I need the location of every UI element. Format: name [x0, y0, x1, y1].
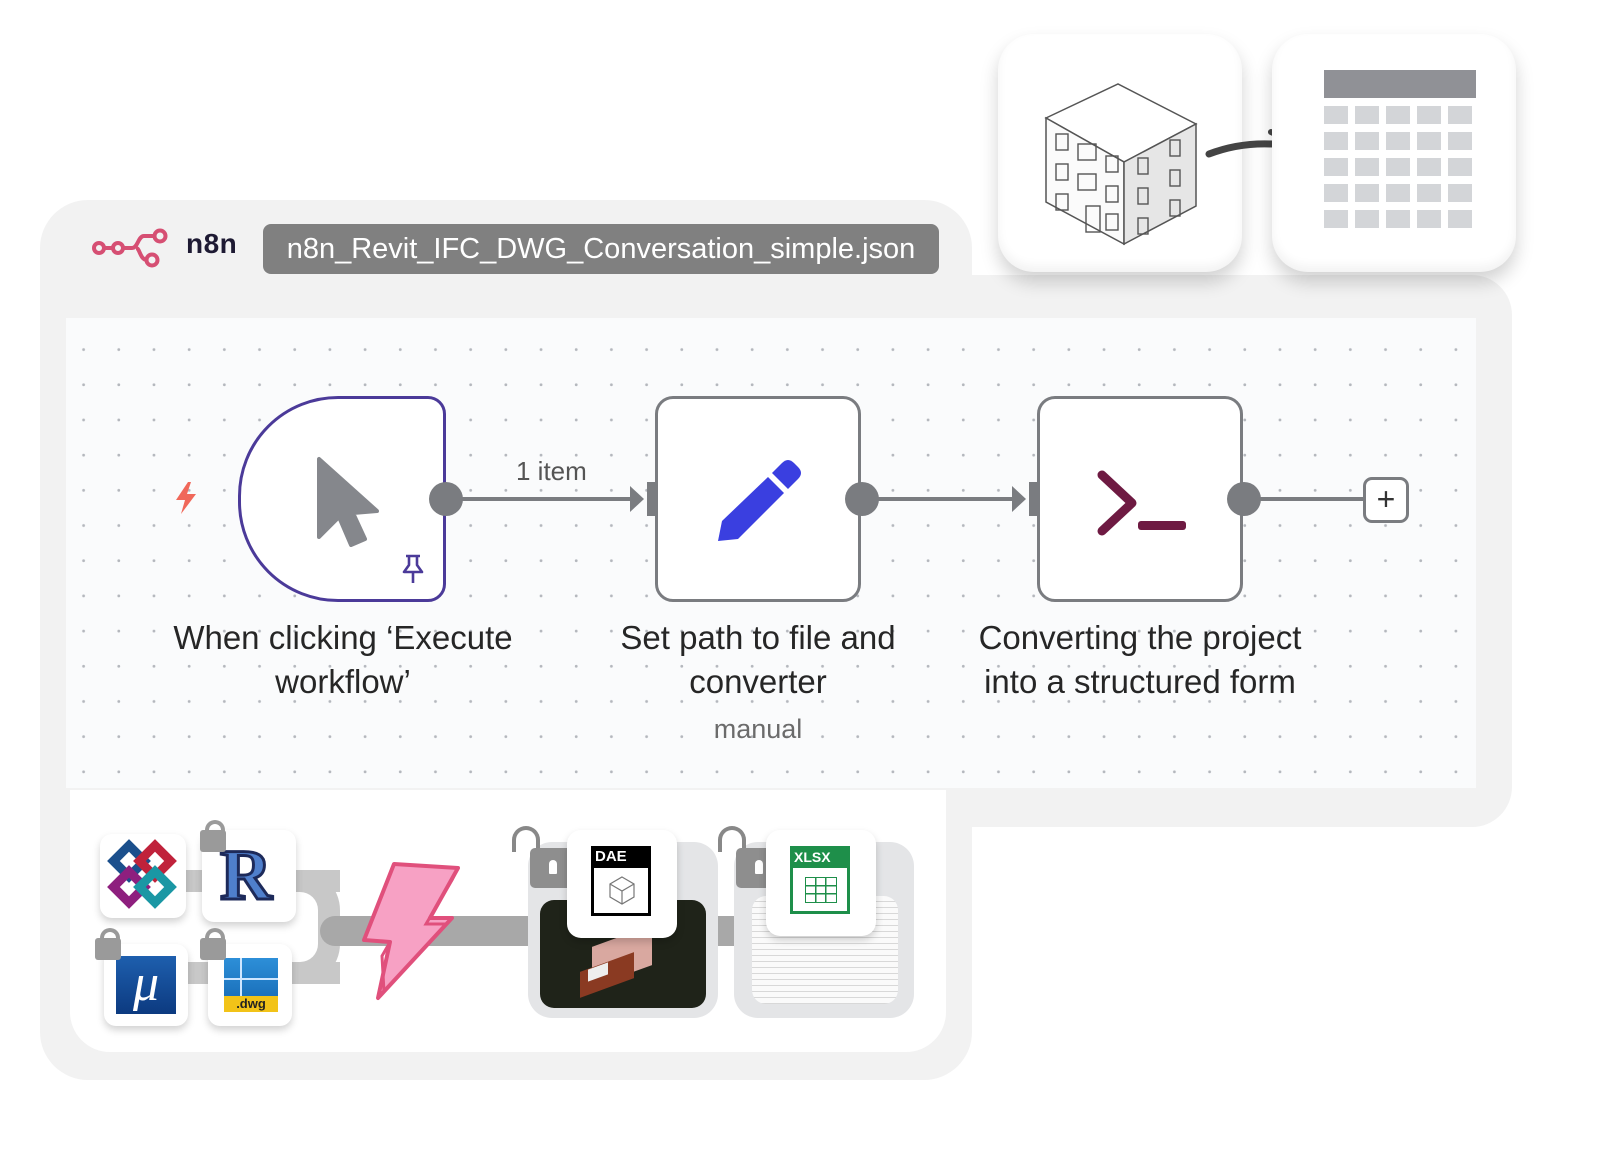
n8n-logo-icon [92, 228, 168, 268]
spreadsheet-icon [805, 877, 837, 903]
ifc-logo-tile [100, 834, 186, 918]
lock-icon [95, 938, 121, 960]
lock-icon [100, 928, 120, 942]
table-cell [1448, 184, 1472, 202]
lightning-icon [176, 482, 196, 514]
pin-icon [402, 554, 424, 583]
xlsx-label: XLSX [790, 846, 850, 868]
table-cell [1417, 210, 1441, 228]
brand-name: n8n [186, 228, 238, 259]
node-set-path[interactable] [655, 396, 861, 602]
node-label-trigger: When clicking ‘Execute workflow’ [130, 616, 556, 704]
arrowhead-icon [630, 486, 644, 512]
dae-file-icon: DAE [591, 846, 651, 916]
revit-logo: R [219, 834, 274, 917]
node-label-line: converter [689, 663, 827, 700]
node-subtitle: manual [713, 714, 803, 744]
xlsx-file-tile: XLSX [766, 830, 876, 936]
cursor-icon [317, 457, 379, 547]
table-cell [1417, 184, 1441, 202]
table-header-bar [1324, 70, 1476, 98]
pencil-icon [718, 460, 801, 541]
building-card [998, 34, 1242, 272]
building-icon [1044, 83, 1198, 246]
node-label-exec: Converting the project into a structured… [940, 616, 1340, 704]
connection-line [1244, 497, 1364, 501]
lock-icon [205, 820, 225, 834]
dwg-logo: .dwg [224, 958, 278, 1012]
node-manual-trigger[interactable] [238, 396, 446, 602]
ifc-logo [107, 839, 177, 909]
unlocked-icon [718, 826, 746, 852]
node-label-set: Set path to file and converter [568, 616, 948, 704]
table-cell [1355, 158, 1379, 176]
node-label-line: Set path to file and [620, 619, 896, 656]
node-execute-command[interactable] [1037, 396, 1243, 602]
dae-label: DAE [591, 846, 651, 868]
table-cell [1386, 106, 1410, 124]
big-lightning-icon [362, 862, 460, 1000]
workflow-filename: n8n_Revit_IFC_DWG_Conversation_simple.js… [263, 224, 939, 274]
table-cell [1324, 184, 1348, 202]
table-cell [1386, 132, 1410, 150]
table-cell [1386, 184, 1410, 202]
node-label-line: workflow’ [275, 663, 411, 700]
table-cell [1324, 132, 1348, 150]
table-cell [1355, 132, 1379, 150]
microstation-logo: μ [116, 956, 176, 1014]
lock-icon [205, 928, 225, 942]
lock-icon [200, 938, 226, 960]
node-label-line: Converting the project [978, 619, 1302, 656]
table-cell [1324, 158, 1348, 176]
cube-icon [609, 876, 635, 905]
table-cell [1355, 184, 1379, 202]
table-cell [1448, 132, 1472, 150]
edge-item-count: 1 item [516, 456, 587, 486]
table-cell [1355, 210, 1379, 228]
lock-icon [200, 830, 226, 852]
dae-file-tile: DAE [567, 830, 677, 938]
table-cell [1386, 158, 1410, 176]
dwg-label: .dwg [224, 996, 278, 1012]
node-label-line: When clicking ‘Execute [173, 619, 513, 656]
connection-line[interactable] [446, 497, 636, 501]
unlocked-icon [512, 826, 540, 852]
terminal-icon [1097, 470, 1186, 536]
table-cell [1324, 106, 1348, 124]
table-cell [1324, 210, 1348, 228]
arrowhead-icon [1012, 486, 1026, 512]
table-card [1272, 34, 1516, 272]
table-cell [1448, 210, 1472, 228]
table-cell [1448, 158, 1472, 176]
node-label-line: into a structured form [984, 663, 1296, 700]
table-icon [1324, 70, 1476, 228]
table-cell [1417, 106, 1441, 124]
xlsx-file-icon: XLSX [790, 846, 850, 914]
add-node-button[interactable]: + [1363, 477, 1409, 523]
table-cell [1448, 106, 1472, 124]
table-cell [1417, 158, 1441, 176]
table-cell [1355, 106, 1379, 124]
connection-line[interactable] [862, 497, 1018, 501]
table-cell [1386, 210, 1410, 228]
table-cell [1417, 132, 1441, 150]
